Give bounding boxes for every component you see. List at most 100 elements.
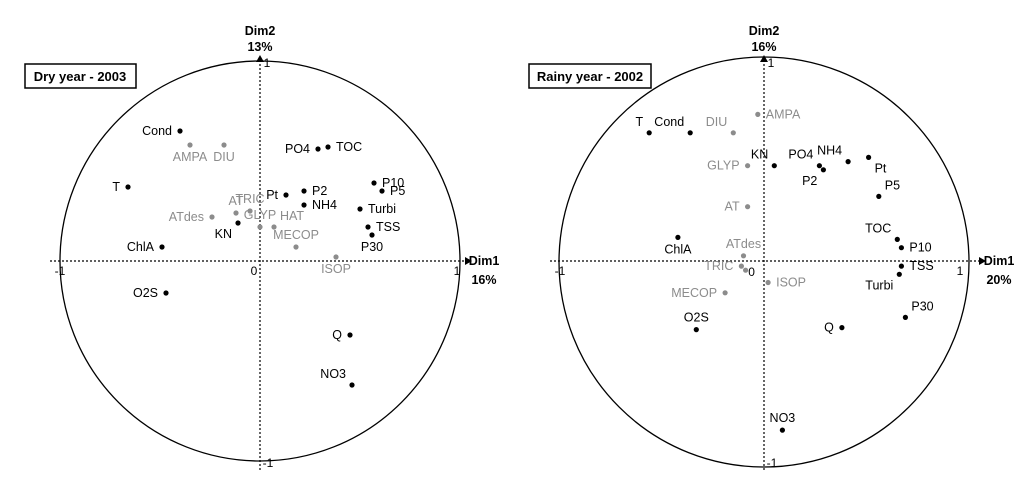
point-p10 — [898, 245, 904, 251]
point-label-q: Q — [824, 321, 834, 335]
point-label-chla: ChlA — [127, 240, 155, 254]
point-label-po4: PO4 — [788, 148, 813, 162]
point-label-glyp: GLYP — [707, 159, 739, 173]
point-kn — [235, 220, 241, 226]
point-label-o2s: O2S — [133, 286, 158, 300]
point-pt — [866, 154, 872, 160]
point-label-at: AT — [228, 194, 243, 208]
chart-title-box — [24, 63, 137, 89]
point-turbi — [357, 206, 363, 212]
point-q — [839, 325, 845, 331]
point-at — [233, 210, 239, 216]
point-no3 — [349, 382, 355, 388]
point-label-toc: TOC — [336, 140, 362, 154]
point-label-diu: DIU — [213, 150, 235, 164]
point-label-atdes: ATdes — [169, 210, 204, 224]
x-axis-arrowhead — [979, 257, 986, 265]
point-label-p2: P2 — [802, 174, 817, 188]
point-tric — [738, 263, 744, 269]
point-label-isop: ISOP — [776, 276, 806, 290]
point-chla — [159, 244, 165, 250]
chart-title: Rainy year - 2002 — [537, 69, 643, 84]
point-label-ampa: AMPA — [173, 150, 208, 164]
point-label-cond: Cond — [654, 115, 684, 129]
chart-title-box — [528, 63, 652, 89]
point-isop — [333, 254, 339, 260]
point-label-no3: NO3 — [320, 367, 346, 381]
point-label-p30: P30 — [361, 240, 383, 254]
dry-year-correlation-circle: Dry year - 2003 Dim2 13% Dim1 16% -1 0 1… — [24, 24, 500, 470]
y-axis-arrowhead — [760, 55, 768, 62]
point-cond — [687, 130, 693, 136]
y-tick-one: 1 — [264, 56, 271, 70]
point-label-tric: TRIC — [235, 192, 264, 206]
point-q — [347, 332, 353, 338]
point-atdes — [209, 214, 215, 220]
point-po4 — [816, 163, 822, 169]
point-label-t: T — [636, 115, 644, 129]
point-label-tss: TSS — [909, 259, 933, 273]
origin-tick: 0 — [251, 264, 258, 278]
point-mecop — [293, 244, 299, 250]
correlation-circle — [59, 60, 461, 462]
point-nh4 — [301, 202, 307, 208]
point-p2 — [820, 167, 826, 173]
x-axis-label: Dim1 — [984, 254, 1015, 268]
point-at — [745, 204, 751, 210]
point-label-hat: HAT — [280, 209, 304, 223]
point-label-pt: Pt — [266, 188, 278, 202]
point-po4 — [315, 146, 321, 152]
x-axis-label: Dim1 — [469, 254, 500, 268]
point-p5 — [379, 188, 385, 194]
point-cond — [177, 128, 183, 134]
x-axis-arrowhead — [465, 257, 472, 265]
point-label-nh4: NH4 — [312, 198, 337, 212]
point-label-toc: TOC — [865, 221, 891, 235]
point-chla — [675, 234, 681, 240]
point-label-q: Q — [332, 328, 342, 342]
point-label-mecop: MECOP — [671, 286, 717, 300]
point-label-tss: TSS — [376, 220, 400, 234]
x-tick-one: 1 — [454, 264, 461, 278]
correlation-circle — [558, 56, 970, 468]
chart-title: Dry year - 2003 — [34, 69, 127, 84]
x-tick-one: 1 — [957, 264, 964, 278]
point-no3 — [779, 427, 785, 433]
point-label-p30: P30 — [911, 299, 933, 313]
point-label-nh4: NH4 — [817, 144, 842, 158]
point-o2s — [163, 290, 169, 296]
point-label-no3: NO3 — [770, 411, 796, 425]
point-isop — [765, 279, 771, 286]
x-tick-minus-one: -1 — [55, 264, 66, 278]
point-diu — [730, 130, 736, 136]
point-tric — [247, 208, 253, 214]
y-axis-arrowhead — [256, 55, 264, 62]
point-ampa — [755, 111, 761, 117]
point-label-p2: P2 — [312, 184, 327, 198]
point-label-isop: ISOP — [321, 262, 351, 276]
point-glyp — [257, 224, 263, 230]
point-label-diu: DIU — [706, 115, 728, 129]
point-tss — [365, 224, 371, 230]
point-label-cond: Cond — [142, 124, 172, 138]
point-label-kn: KN — [751, 148, 768, 162]
point-label-at: AT — [725, 200, 740, 214]
point-p30 — [902, 314, 908, 320]
point-label-turbi: Turbi — [368, 202, 396, 216]
point-label-pt: Pt — [875, 161, 887, 175]
point-label-ampa: AMPA — [766, 107, 801, 121]
x-axis-percent: 20% — [986, 273, 1011, 287]
point-p5 — [876, 193, 882, 199]
point-label-mecop: MECOP — [273, 228, 319, 242]
point-label-glyp: GLYP — [244, 208, 276, 222]
point-label-turbi: Turbi — [865, 278, 893, 292]
point-label-tric: TRIC — [704, 259, 733, 273]
point-t — [646, 130, 652, 136]
point-0 — [743, 267, 749, 273]
point-turbi — [896, 271, 902, 277]
point-toc — [325, 144, 331, 150]
point-diu — [221, 142, 227, 148]
rainy-year-correlation-circle: Rainy year - 2002 Dim2 16% Dim1 20% -1 1… — [528, 24, 1015, 470]
point-label-p10: P10 — [909, 241, 931, 255]
